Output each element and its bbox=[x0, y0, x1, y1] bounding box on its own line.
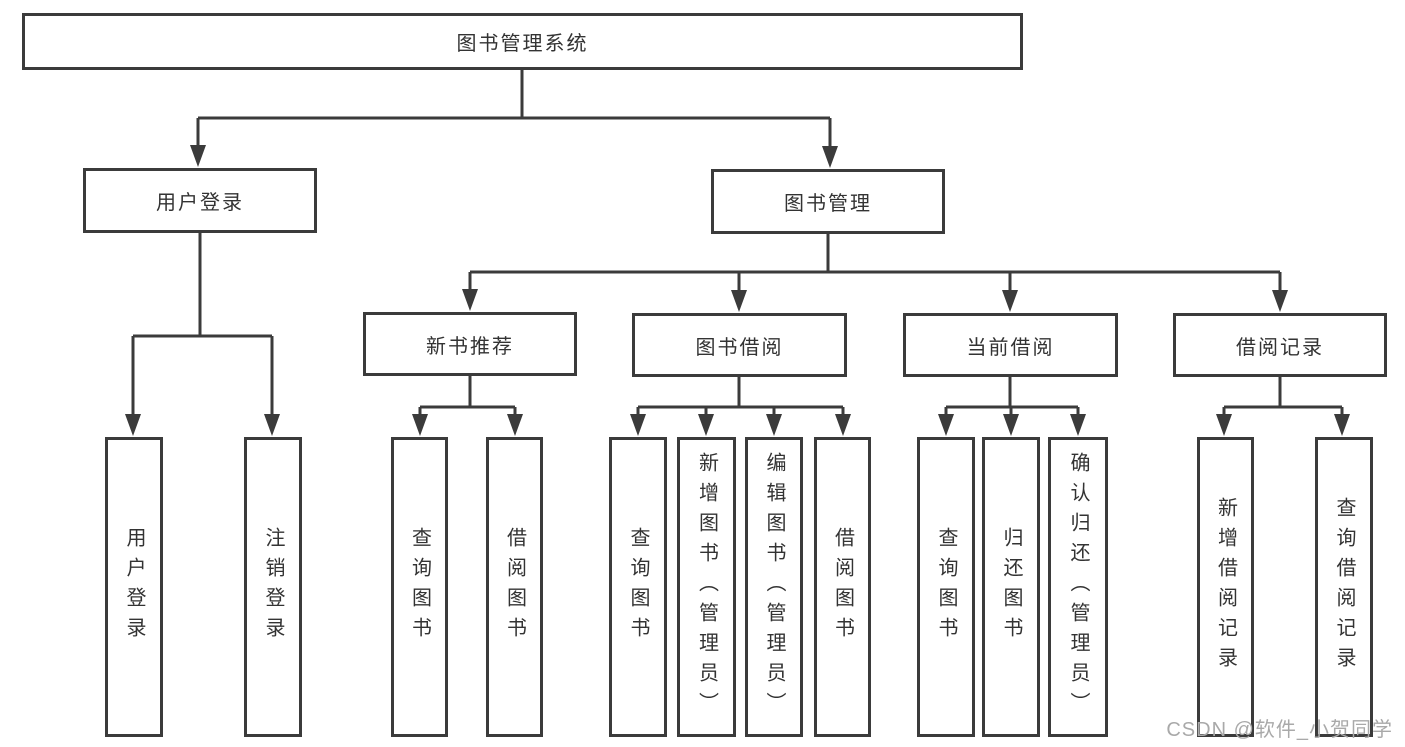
leaf-records-query-borrow-record: 查询借阅记录 bbox=[1315, 437, 1373, 737]
node-label: 查询借阅记录 bbox=[1333, 497, 1355, 677]
node-book-borrowing: 图书借阅 bbox=[632, 313, 847, 377]
node-label: 查询图书 bbox=[627, 527, 649, 647]
node-label: 用户登录 bbox=[156, 192, 244, 214]
leaf-user-login: 用户登录 bbox=[105, 437, 163, 737]
leaf-current-return-books: 归还图书 bbox=[982, 437, 1040, 737]
leaf-logout: 注销登录 bbox=[244, 437, 302, 737]
leaf-recommend-borrow-books: 借阅图书 bbox=[486, 437, 543, 737]
node-label: 借阅记录 bbox=[1236, 336, 1324, 359]
leaf-borrowing-edit-books-admin: 编辑图书（管理员） bbox=[745, 437, 803, 737]
node-user-login: 用户登录 bbox=[83, 168, 317, 233]
node-label: 编辑图书（管理员） bbox=[763, 452, 785, 722]
node-label: 借阅图书 bbox=[831, 527, 854, 647]
node-root: 图书管理系统 bbox=[22, 13, 1023, 70]
node-label: 新增借阅记录 bbox=[1214, 497, 1237, 677]
node-label: 图书借阅 bbox=[695, 336, 784, 359]
leaf-current-confirm-return-admin: 确认归还（管理员） bbox=[1048, 437, 1108, 737]
node-current-borrowing: 当前借阅 bbox=[903, 313, 1118, 377]
node-borrow-records: 借阅记录 bbox=[1173, 313, 1387, 377]
node-label: 新书推荐 bbox=[426, 335, 514, 358]
node-label: 图书管理 bbox=[784, 193, 872, 215]
node-label: 借阅图书 bbox=[503, 527, 526, 647]
node-new-book-recommend: 新书推荐 bbox=[363, 312, 577, 376]
node-label: 图书管理系统 bbox=[456, 33, 589, 55]
leaf-borrowing-add-books-admin: 新增图书（管理员） bbox=[677, 437, 736, 737]
node-label: 当前借阅 bbox=[966, 336, 1055, 359]
node-label: 归还图书 bbox=[1000, 527, 1022, 647]
node-label: 注销登录 bbox=[262, 527, 284, 647]
node-label: 新增图书（管理员） bbox=[695, 452, 718, 722]
leaf-recommend-query-books: 查询图书 bbox=[391, 437, 448, 737]
leaf-records-add-borrow-record: 新增借阅记录 bbox=[1197, 437, 1254, 737]
node-label: 确认归还（管理员） bbox=[1067, 452, 1089, 722]
leaf-borrowing-query-books: 查询图书 bbox=[609, 437, 667, 737]
node-label: 用户登录 bbox=[123, 527, 145, 647]
node-label: 查询图书 bbox=[935, 527, 957, 647]
node-book-management: 图书管理 bbox=[711, 169, 945, 234]
leaf-current-query-books: 查询图书 bbox=[917, 437, 975, 737]
watermark: CSDN @软件_小贺同学 bbox=[1166, 719, 1393, 741]
leaf-borrowing-borrow-books: 借阅图书 bbox=[814, 437, 871, 737]
node-label: 查询图书 bbox=[408, 527, 431, 647]
